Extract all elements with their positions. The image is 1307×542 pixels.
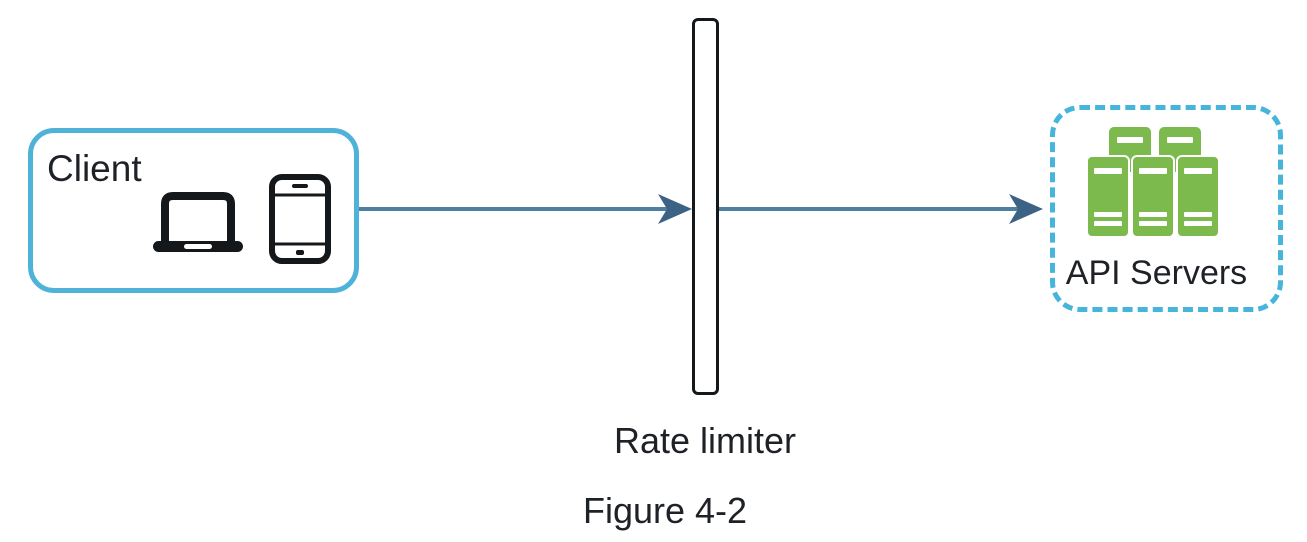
servers-icon [1085,125,1220,242]
api-servers-label: API Servers [1065,254,1248,292]
laptop-icon [151,191,245,260]
arrow-limiter-to-servers [717,194,1043,224]
figure-caption: Figure 4-2 [582,490,748,531]
rate-limiter-label: Rate limiter [613,420,797,461]
smartphone-icon [269,174,331,269]
api-servers-box: API Servers [1050,105,1283,312]
rate-limiter-bar [692,18,719,395]
arrowhead-icon [1009,194,1043,224]
arrowhead-icon [658,194,692,224]
client-label: Client [47,148,142,189]
client-box: Client [28,128,359,293]
arrow-client-to-limiter [358,194,692,224]
